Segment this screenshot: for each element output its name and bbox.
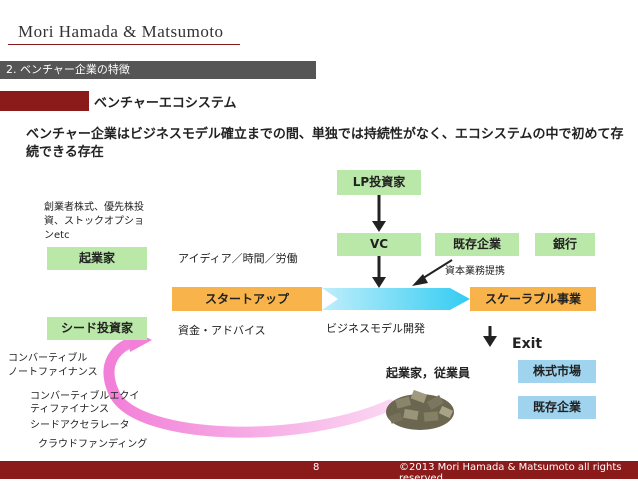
cash-pile-image	[386, 389, 454, 430]
title-accent-block	[0, 91, 89, 111]
exit-label: Exit	[512, 336, 543, 352]
capital-alliance-label: 資本業務提携	[445, 266, 505, 277]
slide-title: ベンチャーエコシステム	[94, 96, 237, 111]
recycle-loop	[103, 334, 396, 438]
vc-to-flow-arrow	[372, 256, 386, 288]
seed-investor-box: シード投資家	[47, 317, 147, 340]
startup-box: スタートアップ	[172, 287, 322, 311]
funds-advice-label: 資金・アドバイス	[178, 324, 266, 337]
scalable-business-box: スケーラブル事業	[470, 287, 596, 311]
idea-label: アイディア／時間／労働	[178, 252, 298, 265]
financing-item: ティファイナンス	[30, 404, 109, 415]
alliance-arrow	[412, 259, 453, 286]
growth-arrow	[322, 288, 470, 310]
stock-market-box: 株式市場	[518, 360, 596, 383]
existing-company-box-bottom: 既存企業	[518, 396, 596, 419]
financing-item: ノートファイナンス	[8, 367, 98, 378]
lead-text: ベンチャー企業はビジネスモデル確立までの間、単独では持続性がなく、エコシステムの…	[26, 127, 624, 160]
founder-box: 起業家	[47, 247, 147, 270]
exit-arrow	[483, 326, 497, 347]
founder-employees-label: 起業家，従業員	[386, 366, 471, 380]
vc-box: VC	[337, 233, 421, 256]
founder-note: 創業者株式、優先株投資、ストックオプションetc	[44, 202, 144, 241]
footer-bar	[0, 461, 638, 479]
financing-item: コンバーティブルエクイ	[30, 391, 140, 402]
copyright: ©2013 Mori Hamada & Matsumoto all rights…	[399, 462, 622, 484]
business-model-label: ビジネスモデル開発	[326, 322, 425, 335]
existing-company-box-top: 既存企業	[435, 233, 519, 256]
financing-item: シードアクセラレータ	[30, 420, 130, 431]
logo-rule	[8, 44, 240, 45]
financing-item: クラウドファンディング	[38, 439, 148, 450]
firm-logo: Mori Hamada & Matsumoto	[18, 22, 224, 41]
bank-box: 銀行	[535, 233, 595, 256]
lp-to-vc-arrow	[372, 195, 386, 232]
page-number: 8	[313, 462, 320, 473]
section-title-bar: 2. ベンチャー企業の特徴	[0, 61, 316, 79]
lp-investor-box: LP投資家	[337, 170, 421, 195]
financing-item: コンバーティブル	[8, 353, 88, 364]
